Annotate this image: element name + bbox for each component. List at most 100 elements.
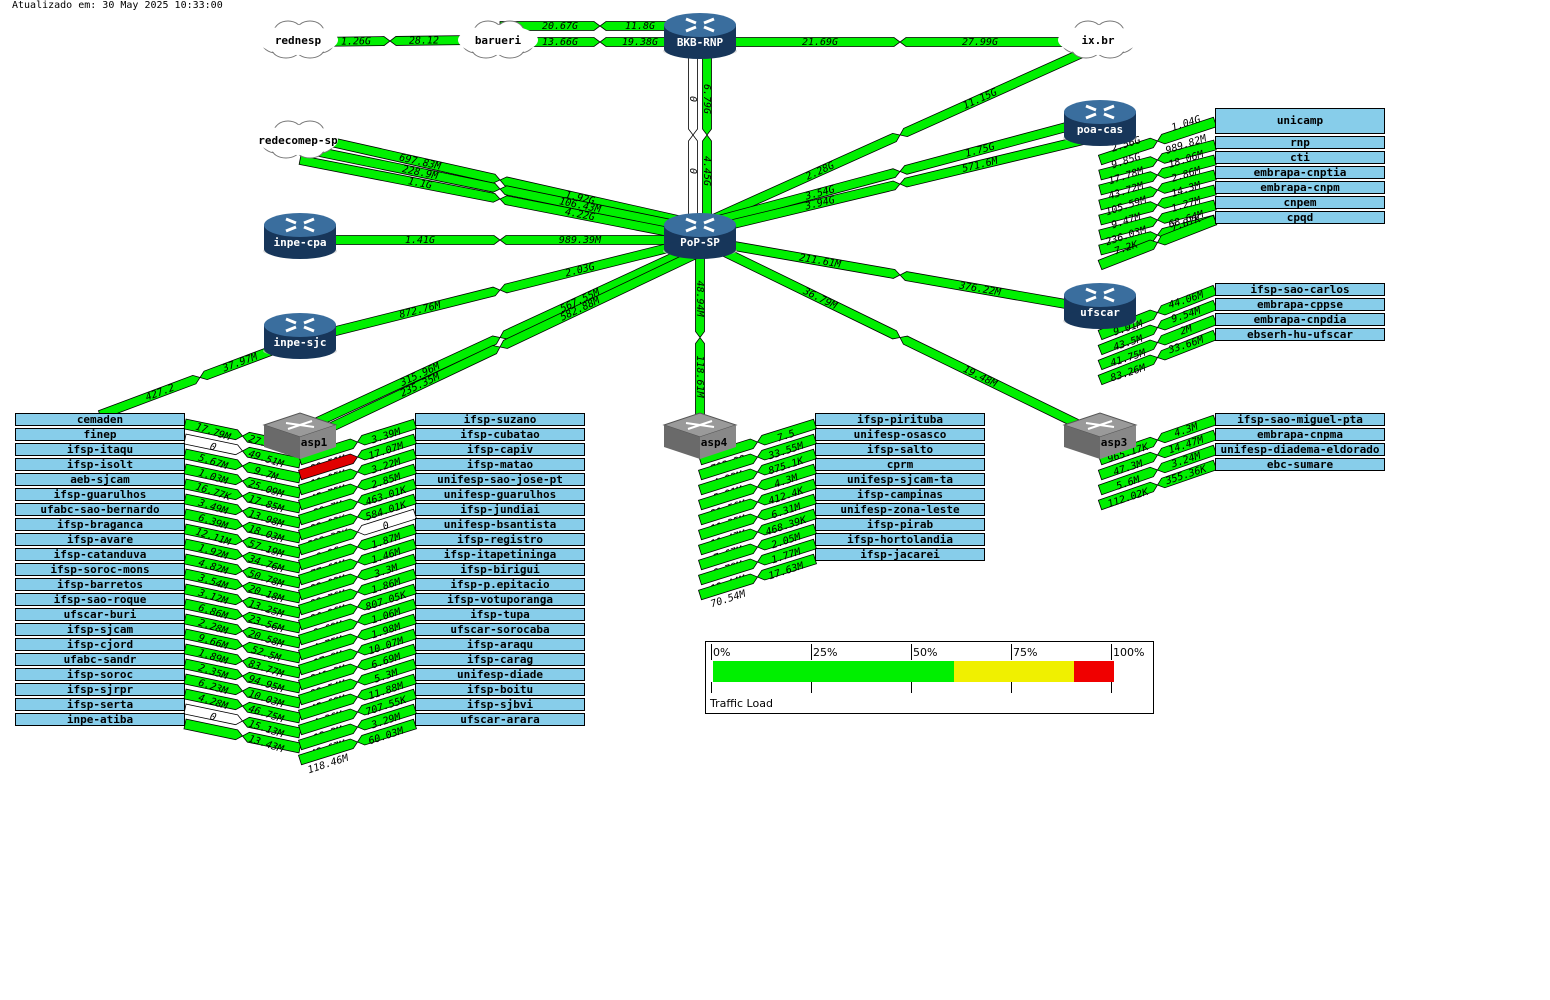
site-embrapa-cnpm[interactable]: embrapa-cnpm	[1215, 181, 1385, 194]
site-unicamp[interactable]: unicamp	[1215, 108, 1385, 134]
site-unifesp-diadema-eldorado[interactable]: unifesp-diadema-eldorado	[1215, 443, 1385, 456]
site-ifsp-itapetininga[interactable]: ifsp-itapetininga	[415, 548, 585, 561]
site-ifsp-pirab[interactable]: ifsp-pirab	[815, 518, 985, 531]
site-ifsp-isolt[interactable]: ifsp-isolt	[15, 458, 185, 471]
link-poacas-out	[1098, 186, 1159, 211]
site-cemaden[interactable]: cemaden	[15, 413, 185, 426]
site-ifsp-registro[interactable]: ifsp-registro	[415, 533, 585, 546]
site-embrapa-cnpma[interactable]: embrapa-cnpma	[1215, 428, 1385, 441]
switch-asp4[interactable]: asp4	[662, 412, 738, 459]
site-ifsp-sjbvi[interactable]: ifsp-sjbvi	[415, 698, 585, 711]
site-ifsp-pirituba[interactable]: ifsp-pirituba	[815, 413, 985, 426]
cloud-redecomep-sp[interactable]: redecomep-sp	[258, 120, 338, 159]
router-arrows-icon	[285, 217, 315, 233]
router-ufscar[interactable]: ufscar	[1063, 283, 1137, 329]
site-cpqd[interactable]: cpqd	[1215, 211, 1385, 224]
switch-asp1[interactable]: asp1	[262, 412, 338, 459]
site-embrapa-cnpdia[interactable]: embrapa-cnpdia	[1215, 313, 1385, 326]
site-ifsp-birigui[interactable]: ifsp-birigui	[415, 563, 585, 576]
site-cti[interactable]: cti	[1215, 151, 1385, 164]
site-ifsp-campinas[interactable]: ifsp-campinas	[815, 488, 985, 501]
site-unifesp-guarulhos[interactable]: unifesp-guarulhos	[415, 488, 585, 501]
site-aeb-sjcam[interactable]: aeb-sjcam	[15, 473, 185, 486]
site-ifsp-araqu[interactable]: ifsp-araqu	[415, 638, 585, 651]
link-ixbr-pop-label: 11.15G	[961, 87, 998, 112]
legend-tick-line	[911, 644, 912, 660]
site-ifsp-avare[interactable]: ifsp-avare	[15, 533, 185, 546]
site-unifesp-sao-jose-pt[interactable]: unifesp-sao-jose-pt	[415, 473, 585, 486]
site-ebserh-hu-ufscar[interactable]: ebserh-hu-ufscar	[1215, 328, 1385, 341]
site-embrapa-cnptia[interactable]: embrapa-cnptia	[1215, 166, 1385, 179]
site-ifsp-capiv[interactable]: ifsp-capiv	[415, 443, 585, 456]
site-ifsp-barretos[interactable]: ifsp-barretos	[15, 578, 185, 591]
site-ifsp-sjcam[interactable]: ifsp-sjcam	[15, 623, 185, 636]
site-ifsp-braganca[interactable]: ifsp-braganca	[15, 518, 185, 531]
site-cnpem[interactable]: cnpem	[1215, 196, 1385, 209]
switch-arrows-icon	[685, 420, 715, 430]
site-ifsp-cjord[interactable]: ifsp-cjord	[15, 638, 185, 651]
site-ifsp-salto[interactable]: ifsp-salto	[815, 443, 985, 456]
site-unifesp-bsantista[interactable]: unifesp-bsantista	[415, 518, 585, 531]
site-ifsp-tupa[interactable]: ifsp-tupa	[415, 608, 585, 621]
switch-asp3[interactable]: asp3	[1062, 412, 1138, 459]
site-ifsp-carag[interactable]: ifsp-carag	[415, 653, 585, 666]
link-asp4-in	[756, 463, 817, 491]
site-ifsp-votuporanga[interactable]: ifsp-votuporanga	[415, 593, 585, 606]
site-unifesp-osasco[interactable]: unifesp-osasco	[815, 428, 985, 441]
router-inpe-cpa[interactable]: inpe-cpa	[263, 213, 337, 259]
link-asp4-in	[756, 553, 817, 581]
site-ifsp-jundiai[interactable]: ifsp-jundiai	[415, 503, 585, 516]
cloud-ixbr[interactable]: ix.br	[1058, 20, 1138, 59]
site-ifsp-catanduva[interactable]: ifsp-catanduva	[15, 548, 185, 561]
site-ifsp-itaqu[interactable]: ifsp-itaqu	[15, 443, 185, 456]
link-asp1-left-out	[183, 538, 244, 561]
site-cprm[interactable]: cprm	[815, 458, 985, 471]
router-pop-sp[interactable]: PoP-SP	[663, 213, 737, 259]
site-ufscar-arara[interactable]: ufscar-arara	[415, 713, 585, 726]
site-ifsp-serta[interactable]: ifsp-serta	[15, 698, 185, 711]
site-ifsp-sjrpr[interactable]: ifsp-sjrpr	[15, 683, 185, 696]
link-asp4-in	[756, 508, 817, 536]
site-ifsp-matao[interactable]: ifsp-matao	[415, 458, 585, 471]
site-inpe-atiba[interactable]: inpe-atiba	[15, 713, 185, 726]
cloud-ixbr-label: ix.br	[1081, 34, 1114, 47]
link-poacas-out	[1098, 171, 1159, 196]
link-asp1-left-in	[241, 476, 302, 499]
site-ifsp-sao-carlos[interactable]: ifsp-sao-carlos	[1215, 283, 1385, 296]
link-asp1-right-in	[356, 463, 417, 491]
site-embrapa-cppse[interactable]: embrapa-cppse	[1215, 298, 1385, 311]
router-bkb-rnp[interactable]: BKB-RNP	[663, 13, 737, 59]
site-finep[interactable]: finep	[15, 428, 185, 441]
site-ufabc-sandr[interactable]: ufabc-sandr	[15, 653, 185, 666]
router-poa-cas[interactable]: poa-cas	[1063, 100, 1137, 146]
link-asp1-left-in	[241, 656, 302, 679]
site-ifsp-sao-roque[interactable]: ifsp-sao-roque	[15, 593, 185, 606]
site-ifsp-soroc[interactable]: ifsp-soroc	[15, 668, 185, 681]
site-ifsp-hortolandia[interactable]: ifsp-hortolandia	[815, 533, 985, 546]
link-asp1-right-in	[356, 523, 417, 551]
site-unifesp-sjcam-ta[interactable]: unifesp-sjcam-ta	[815, 473, 985, 486]
site-unifesp-diade[interactable]: unifesp-diade	[415, 668, 585, 681]
site-ifsp-suzano[interactable]: ifsp-suzano	[415, 413, 585, 426]
site-ifsp-sao-miguel-pta[interactable]: ifsp-sao-miguel-pta	[1215, 413, 1385, 426]
cloud-rednesp[interactable]: rednesp	[258, 20, 338, 59]
cloud-barueri[interactable]: barueri	[458, 20, 538, 59]
site-unifesp-zona-leste[interactable]: unifesp-zona-leste	[815, 503, 985, 516]
link-poacas-out	[1098, 156, 1159, 181]
site-ebc-sumare[interactable]: ebc-sumare	[1215, 458, 1385, 471]
site-ufscar-buri[interactable]: ufscar-buri	[15, 608, 185, 621]
site-ifsp-jacarei[interactable]: ifsp-jacarei	[815, 548, 985, 561]
site-ifsp-boitu[interactable]: ifsp-boitu	[415, 683, 585, 696]
site-ifsp-cubatao[interactable]: ifsp-cubatao	[415, 428, 585, 441]
site-ufabc-sao-bernardo[interactable]: ufabc-sao-bernardo	[15, 503, 185, 516]
link-asp1-right-in	[356, 673, 417, 701]
site-ifsp-soroc-mons[interactable]: ifsp-soroc-mons	[15, 563, 185, 576]
link-asp1-right-in	[356, 433, 417, 461]
router-inpe-sjc[interactable]: inpe-sjc	[263, 313, 337, 359]
site-rnp[interactable]: rnp	[1215, 136, 1385, 149]
site-ifsp-guarulhos[interactable]: ifsp-guarulhos	[15, 488, 185, 501]
link-asp1-right-in	[356, 718, 417, 746]
site-ufscar-sorocaba[interactable]: ufscar-sorocaba	[415, 623, 585, 636]
site-ifsp-p-epitacio[interactable]: ifsp-p.epitacio	[415, 578, 585, 591]
link-pop-ufscar-label: 211.61M	[798, 252, 842, 270]
